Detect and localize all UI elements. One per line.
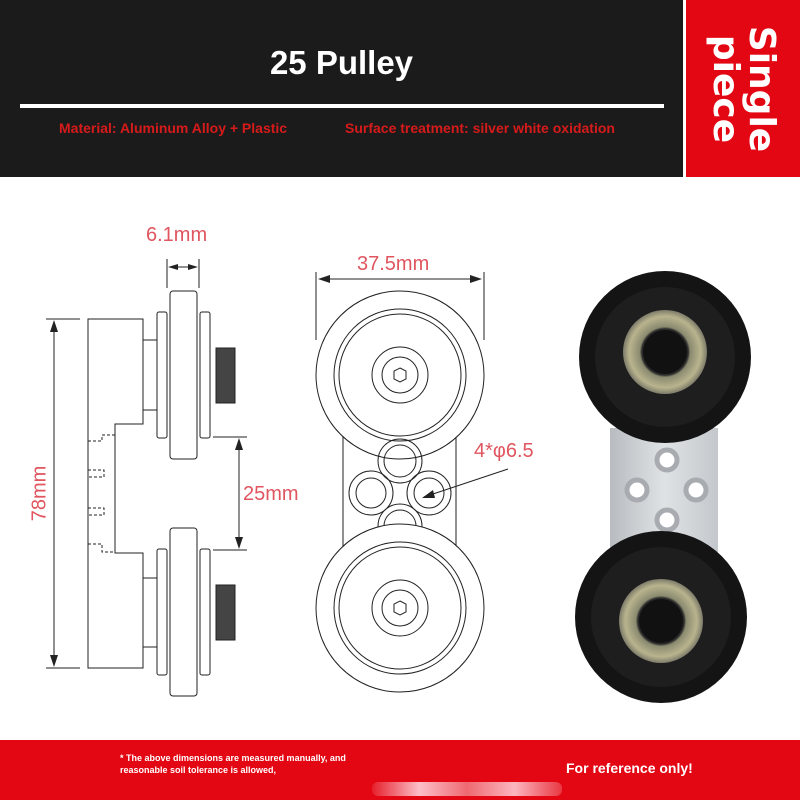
material-spec: Material: Aluminum Alloy + Plastic — [59, 120, 288, 136]
dimension-width-front: 37.5mm — [357, 253, 430, 275]
decorative-smudge — [372, 782, 562, 796]
single-piece-tab: Single piece — [686, 0, 800, 177]
reference-note: For reference only! — [566, 760, 693, 776]
header-divider — [20, 104, 664, 108]
tolerance-note: * The above dimensions are measured manu… — [120, 753, 346, 775]
footer-banner: * The above dimensions are measured manu… — [0, 740, 800, 800]
dimension-holes: 4*φ6.5 — [474, 440, 534, 462]
product-title: 25 Pulley — [269, 44, 414, 81]
header-banner: 25 Pulley Material: Aluminum Alloy + Pla… — [0, 0, 683, 177]
surface-treatment-spec: Surface treatment: silver white oxidatio… — [345, 120, 615, 136]
dimension-gap: 25mm — [243, 483, 299, 505]
dimension-width-side: 6.1mm — [146, 224, 208, 246]
